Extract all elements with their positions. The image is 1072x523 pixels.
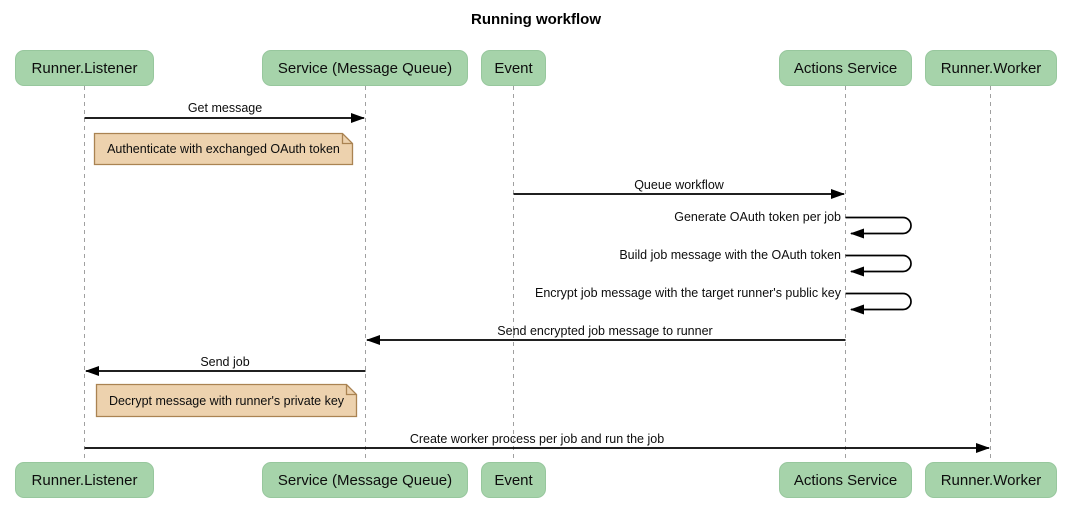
actor-runner-listener-top: Runner.Listener (15, 50, 154, 86)
message-label-queue-workflow: Queue workflow (634, 178, 724, 192)
actor-actions-service-bottom: Actions Service (779, 462, 912, 498)
message-label-generate-oauth-token: Generate OAuth token per job (674, 210, 841, 224)
note-decrypt-shape (95, 383, 358, 418)
message-label-send-job: Send job (200, 355, 250, 369)
message-label-create-worker-process: Create worker process per job and run th… (409, 432, 665, 446)
actor-service-message-queue-top: Service (Message Queue) (262, 50, 468, 86)
note-authenticate-shape (93, 132, 354, 166)
actor-runner-worker-bottom: Runner.Worker (925, 462, 1057, 498)
actor-event-top: Event (481, 50, 546, 86)
actor-actions-service-top: Actions Service (779, 50, 912, 86)
self-arrow-build-job-message (845, 254, 912, 277)
note-authenticate-text: Authenticate with exchanged OAuth token (107, 142, 340, 156)
note-decrypt-text: Decrypt message with runner's private ke… (108, 393, 345, 408)
diagram-title: Running workflow (471, 11, 601, 28)
self-arrow-generate-oauth-token (845, 216, 912, 239)
self-arrow-encrypt-job-message (845, 292, 912, 315)
actor-runner-worker-top: Runner.Worker (925, 50, 1057, 86)
actor-service-message-queue-bottom: Service (Message Queue) (262, 462, 468, 498)
actor-event-bottom: Event (481, 462, 546, 498)
message-label-send-encrypted-job-message: Send encrypted job message to runner (497, 324, 713, 338)
message-label-get-message: Get message (187, 101, 263, 115)
message-label-encrypt-job-message: Encrypt job message with the target runn… (534, 286, 841, 300)
actor-runner-listener-bottom: Runner.Listener (15, 462, 154, 498)
message-label-build-job-message: Build job message with the OAuth token (619, 248, 841, 262)
